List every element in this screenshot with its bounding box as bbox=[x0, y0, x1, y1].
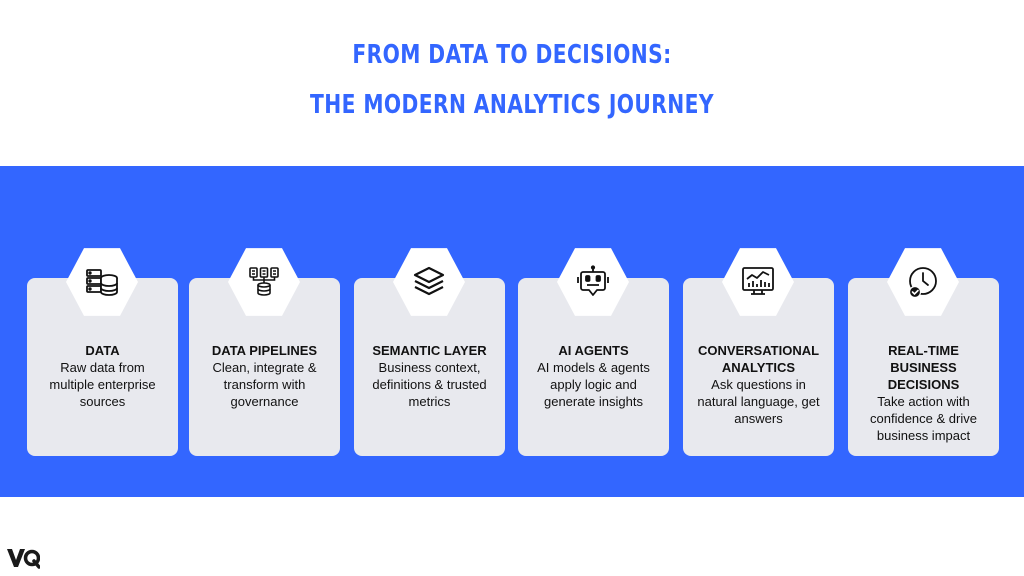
step-title: CONVERSATIONAL ANALYTICS bbox=[697, 343, 820, 375]
step-title: DATA bbox=[85, 343, 120, 358]
step-description: Business context, definitions & trusted … bbox=[372, 360, 487, 409]
database-server-icon bbox=[66, 248, 138, 316]
data-pipeline-icon bbox=[228, 248, 300, 316]
page-title-line-2: THE MODERN ANALYTICS JOURNEY bbox=[310, 90, 714, 120]
page-title-line-1: FROM DATA TO DECISIONS: bbox=[352, 40, 672, 70]
step-description: Raw data from multiple enterprise source… bbox=[49, 360, 156, 409]
robot-chat-icon bbox=[557, 248, 629, 316]
analytics-monitor-icon bbox=[722, 248, 794, 316]
step-description: AI models & agents apply logic and gener… bbox=[537, 360, 650, 409]
clock-check-icon bbox=[887, 248, 959, 316]
step-description: Ask questions in natural language, get a… bbox=[697, 377, 820, 426]
step-description: Take action with confidence & drive busi… bbox=[870, 394, 977, 443]
vq-logo bbox=[6, 546, 41, 570]
step-title: DATA PIPELINES bbox=[211, 343, 318, 358]
step-title: AI AGENTS bbox=[558, 343, 629, 358]
step-title: SEMANTIC LAYER bbox=[372, 343, 487, 358]
step-description: Clean, integrate & transform with govern… bbox=[212, 360, 317, 409]
vq-logo-mark bbox=[7, 549, 41, 569]
layers-stack-icon bbox=[393, 248, 465, 316]
step-card-real-time-business-decisions: REAL-TIME BUSINESS DECISIONS Take action… bbox=[848, 278, 999, 456]
step-title: REAL-TIME BUSINESS DECISIONS bbox=[887, 343, 960, 392]
step-card-semantic-layer: SEMANTIC LAYER Business context, definit… bbox=[354, 278, 505, 456]
